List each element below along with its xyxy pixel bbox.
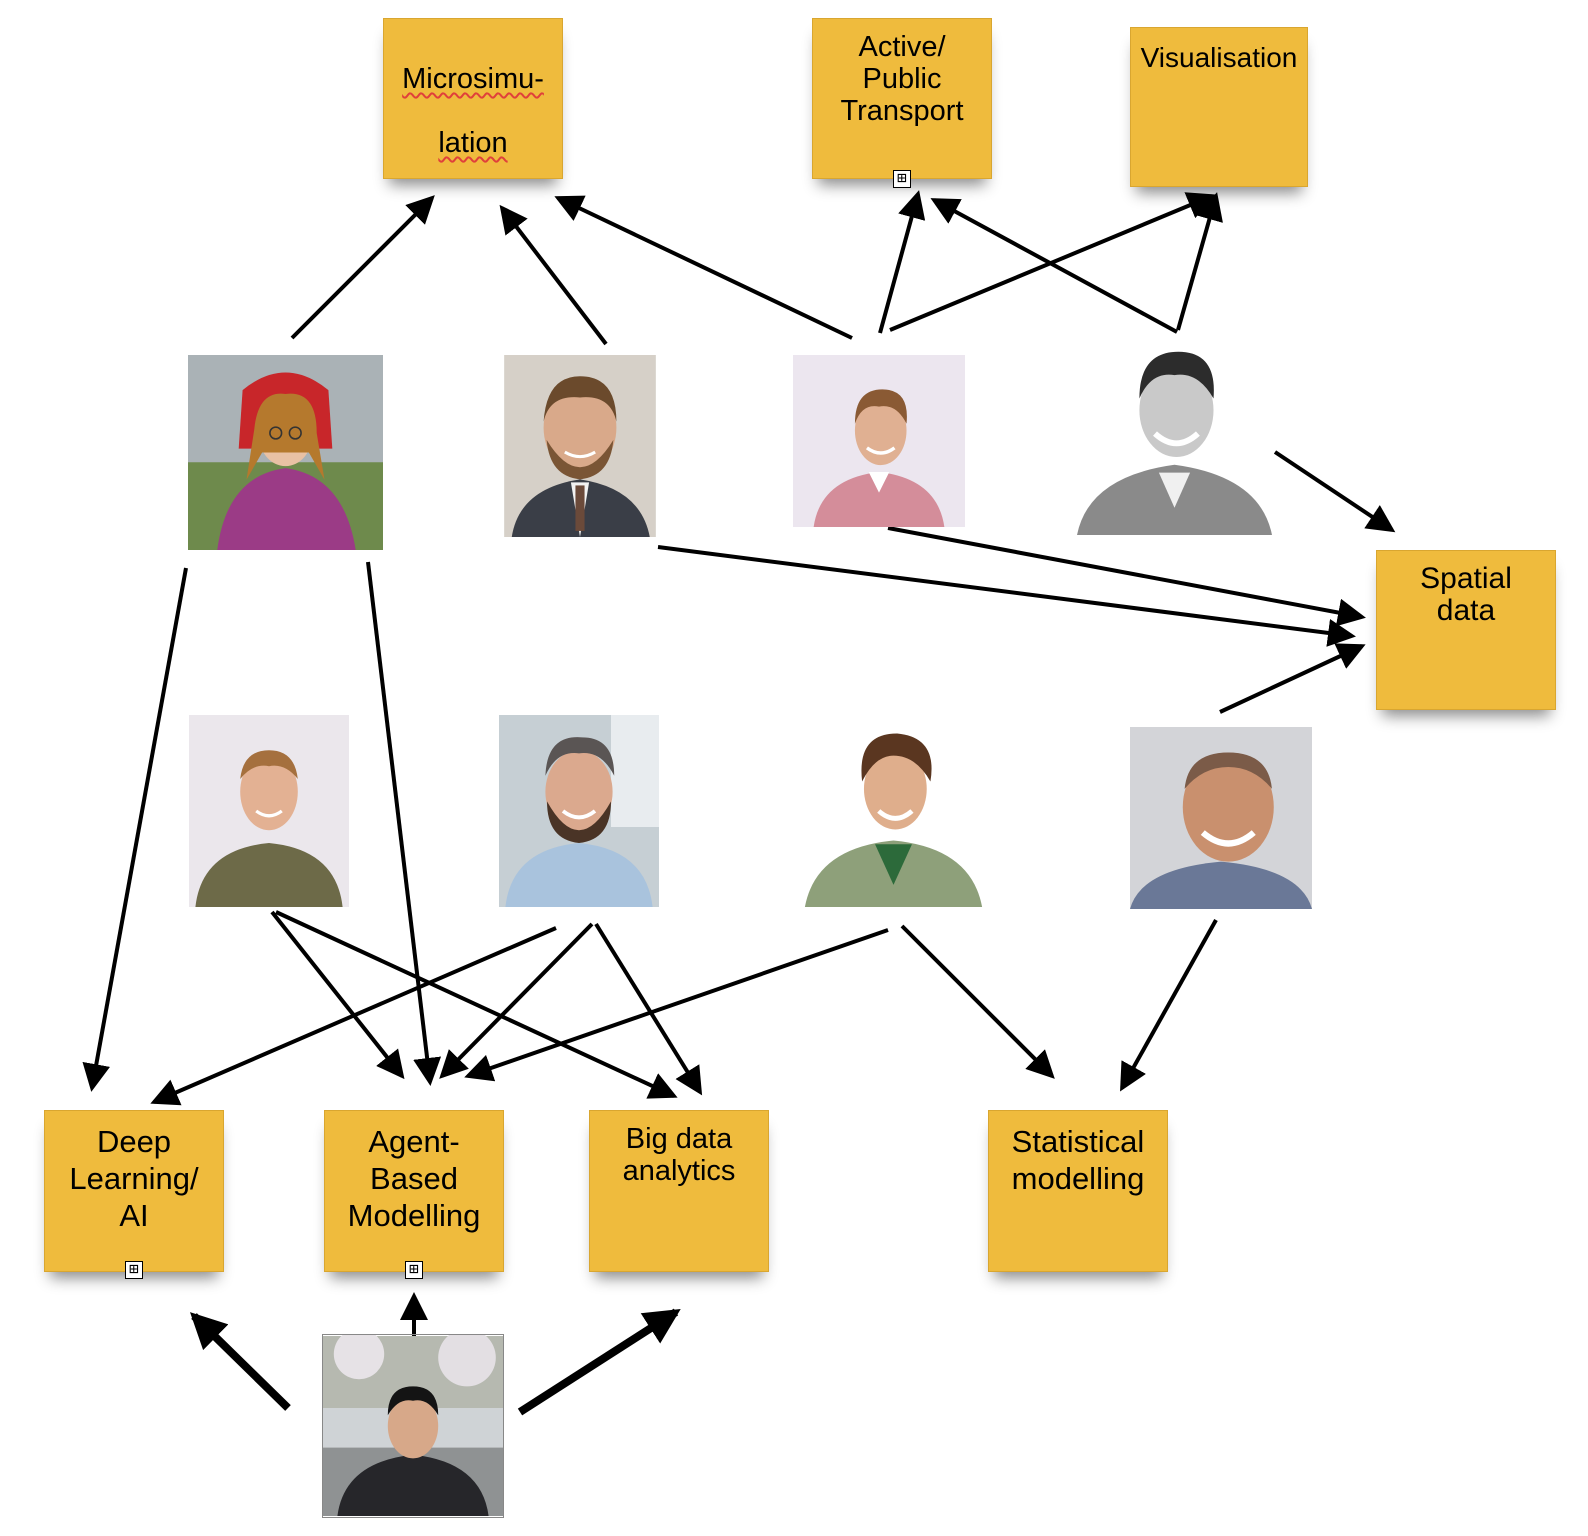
note-label: Active/ Public Transport <box>840 31 964 127</box>
note-label: Microsimu- lation <box>384 31 562 159</box>
note-active-public-transport[interactable]: Active/ Public Transport ⊞ <box>812 18 992 188</box>
man-street-portrait <box>323 1335 503 1516</box>
expand-icon[interactable]: ⊞ <box>893 170 911 188</box>
person-photo <box>800 715 987 907</box>
note-label: Deep Learning/ AI <box>69 1124 199 1233</box>
person-photo <box>504 355 656 537</box>
arrow <box>499 204 608 346</box>
note-label: Agent- Based Modelling <box>347 1124 481 1233</box>
label-line-1: Microsimu- <box>402 63 544 95</box>
arrow <box>657 545 1356 647</box>
woman-hiker-portrait <box>188 355 383 550</box>
note-big-data-analytics[interactable]: Big data analytics <box>589 1110 769 1272</box>
arrow <box>290 195 435 340</box>
person-photo <box>188 355 383 550</box>
arrow <box>878 190 926 334</box>
man-olive-shirt-portrait <box>189 715 349 907</box>
arrow <box>594 922 703 1096</box>
arrow <box>464 928 889 1082</box>
note-label: Visualisation <box>1140 42 1298 73</box>
arrow <box>270 910 405 1080</box>
arrow <box>275 910 678 1099</box>
arrow <box>1219 643 1366 714</box>
note-microsimulation[interactable]: Microsimu- lation <box>383 18 563 179</box>
arrow <box>1176 192 1223 331</box>
note-label: Big data analytics <box>622 1123 736 1187</box>
man-plaid-shirt-portrait <box>801 715 986 907</box>
person-photo <box>1130 727 1312 909</box>
person-photo <box>188 715 350 907</box>
arrow <box>189 1312 291 1411</box>
bearded-man-suit-portrait <box>504 355 656 537</box>
person-photo <box>793 355 965 527</box>
arrow <box>554 195 853 340</box>
note-label: Statistical modelling <box>1011 1124 1145 1196</box>
bearded-man-blue-shirt-portrait <box>499 715 659 907</box>
arrow <box>439 922 594 1079</box>
note-deep-learning-ai[interactable]: Deep Learning/ AI ⊞ <box>44 1110 224 1279</box>
arrow <box>1120 919 1218 1092</box>
arrow <box>900 924 1055 1079</box>
arrow <box>887 526 1366 627</box>
note-agent-based-modelling[interactable]: Agent- Based Modelling ⊞ <box>324 1110 504 1279</box>
expand-icon[interactable]: ⊞ <box>405 1261 423 1279</box>
arrow <box>82 567 188 1092</box>
arrow <box>517 1308 681 1416</box>
person-photo <box>498 715 660 907</box>
smiling-man-portrait <box>1130 727 1312 909</box>
person-photo <box>322 1334 504 1518</box>
man-pink-shirt-portrait <box>793 355 965 527</box>
person-photo <box>1077 340 1272 535</box>
note-visualisation[interactable]: Visualisation <box>1130 27 1308 187</box>
note-spatial-data[interactable]: Spatial data <box>1376 550 1556 710</box>
note-label: Spatial data <box>1420 562 1512 627</box>
note-statistical-modelling[interactable]: Statistical modelling <box>988 1110 1168 1272</box>
arrow <box>366 561 442 1086</box>
arrow <box>1273 450 1396 533</box>
label-line-2: lation <box>438 127 508 159</box>
expand-icon[interactable]: ⊞ <box>125 1261 143 1279</box>
man-grayscale-portrait <box>1077 340 1272 535</box>
arrow <box>889 192 1216 332</box>
arrow <box>930 198 1178 334</box>
